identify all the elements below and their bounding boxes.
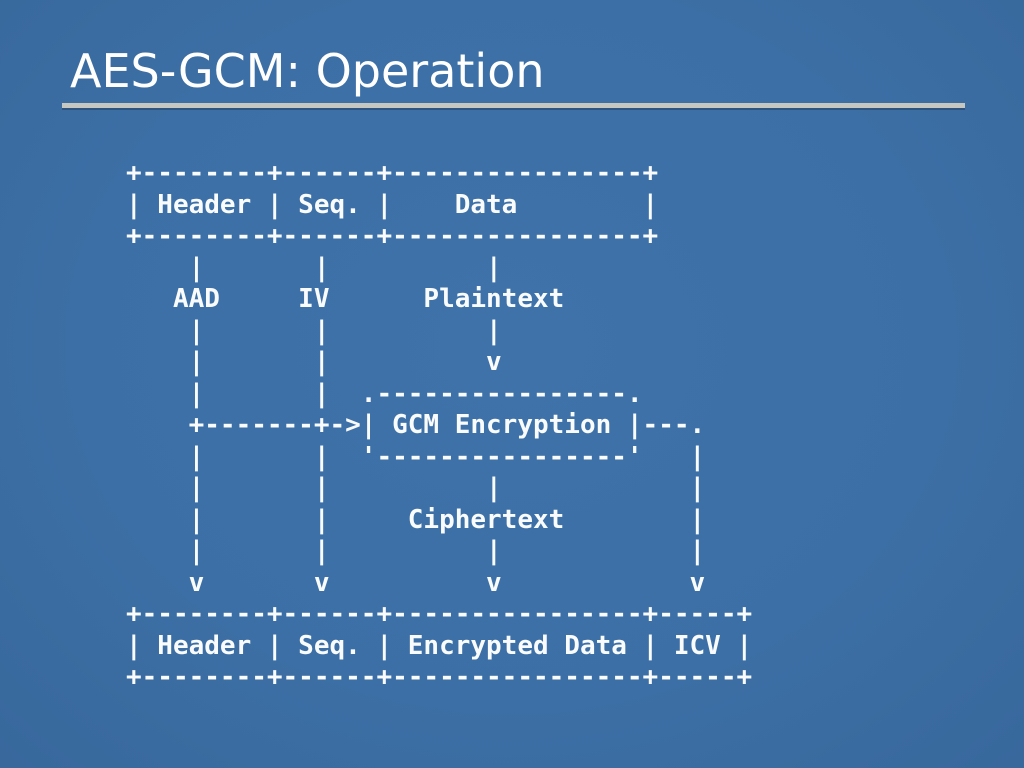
page-title: AES-GCM: Operation: [70, 44, 545, 98]
ascii-diagram: +--------+------+----------------+ | Hea…: [126, 158, 753, 692]
title-underline: [62, 103, 965, 108]
